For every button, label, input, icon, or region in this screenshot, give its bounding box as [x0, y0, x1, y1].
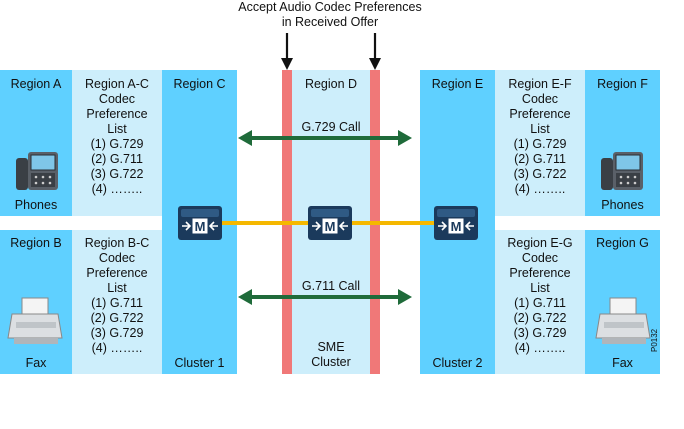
pref-item: (1) G.711 — [514, 296, 566, 310]
pref-item: (3) G.729 — [513, 326, 567, 340]
header-arrow-right — [369, 33, 381, 70]
region-d-label: Region D — [304, 77, 358, 91]
header-line-2: in Received Offer — [281, 15, 379, 29]
region-e-label: Region E — [431, 77, 484, 91]
pref-title: Codec — [521, 251, 559, 265]
header-arrow-left — [281, 33, 293, 70]
pref-item: (2) G.711 — [91, 152, 143, 166]
pref-title: Region E-F — [508, 77, 572, 91]
pref-title: List — [107, 122, 127, 136]
pref-item: (3) G.729 — [90, 326, 144, 340]
fax-label-left: Fax — [25, 356, 47, 370]
g711-call-label: G.711 Call — [301, 279, 361, 293]
region-ac-pref-box — [72, 70, 162, 216]
fax-icon-left — [7, 297, 63, 344]
figure-id: P0132 — [650, 328, 659, 352]
pref-title: Codec — [98, 92, 136, 106]
region-g-label: Region G — [596, 236, 649, 250]
sme-cluster-label-line2: Cluster — [311, 355, 351, 369]
pref-title: List — [107, 281, 127, 295]
pref-item: (3) G.722 — [90, 167, 144, 181]
pref-title: Codec — [98, 251, 136, 265]
pref-item: (4) …….. — [91, 341, 143, 355]
pref-title: List — [530, 122, 550, 136]
header-line-1: Accept Audio Codec Preferences — [238, 0, 422, 14]
pref-title: Preference — [509, 266, 571, 280]
region-c-label: Region C — [173, 77, 226, 91]
pref-item: (4) …….. — [514, 182, 566, 196]
router-icon-cluster2: M — [434, 206, 478, 240]
svg-text:M: M — [195, 219, 206, 234]
pref-title: Region A-C — [85, 77, 149, 91]
region-bc-pref-box — [72, 230, 162, 374]
pref-item: (2) G.711 — [514, 152, 566, 166]
pref-item: (4) …….. — [514, 341, 566, 355]
g729-call-label: G.729 Call — [301, 120, 361, 134]
pref-item: (3) G.722 — [513, 167, 567, 181]
sme-cluster-label-line1: SME — [317, 340, 345, 354]
router-icon-sme: M — [308, 206, 352, 240]
pref-title: Preference — [509, 107, 571, 121]
pref-title: Region E-G — [507, 236, 573, 250]
fax-label-right: Fax — [612, 356, 633, 370]
region-ef-pref-box — [495, 70, 585, 216]
pref-list-ef: Region E-F Codec Preference List (1) G.7… — [495, 77, 585, 197]
cluster-2-label: Cluster 2 — [432, 356, 483, 370]
ip-phone-icon-left — [16, 152, 58, 190]
region-a-label: Region A — [10, 77, 62, 91]
svg-text:M: M — [325, 219, 336, 234]
phones-label-left: Phones — [14, 198, 58, 212]
pref-title: List — [530, 281, 550, 295]
pref-item: (2) G.722 — [513, 311, 567, 325]
g729-call-arrow — [238, 130, 412, 146]
router-icon-cluster1: M — [178, 206, 222, 240]
pref-item: (4) …….. — [91, 182, 143, 196]
svg-text:M: M — [451, 219, 462, 234]
pref-list-eg: Region E-G Codec Preference List (1) G.7… — [495, 236, 585, 356]
region-f-box — [585, 70, 660, 216]
pref-list-bc: Region B-C Codec Preference List (1) G.7… — [72, 236, 162, 356]
region-a-box — [0, 70, 72, 216]
pref-title: Preference — [86, 266, 148, 280]
g711-call-arrow — [238, 289, 412, 305]
pref-title: Codec — [521, 92, 559, 106]
cluster-1-label: Cluster 1 — [174, 356, 225, 370]
region-f-label: Region F — [597, 77, 648, 91]
region-b-label: Region B — [10, 236, 62, 250]
phones-label-right: Phones — [601, 198, 644, 212]
pref-item: (1) G.711 — [91, 296, 143, 310]
ip-phone-icon-right — [601, 152, 643, 190]
pref-item: (1) G.729 — [90, 137, 144, 151]
pref-title: Region B-C — [84, 236, 150, 250]
pref-list-ac: Region A-C Codec Preference List (1) G.7… — [72, 77, 162, 197]
pref-item: (2) G.722 — [90, 311, 144, 325]
fax-icon-right — [595, 297, 651, 344]
pref-title: Preference — [86, 107, 148, 121]
pref-item: (1) G.729 — [513, 137, 567, 151]
region-eg-pref-box — [495, 230, 585, 374]
